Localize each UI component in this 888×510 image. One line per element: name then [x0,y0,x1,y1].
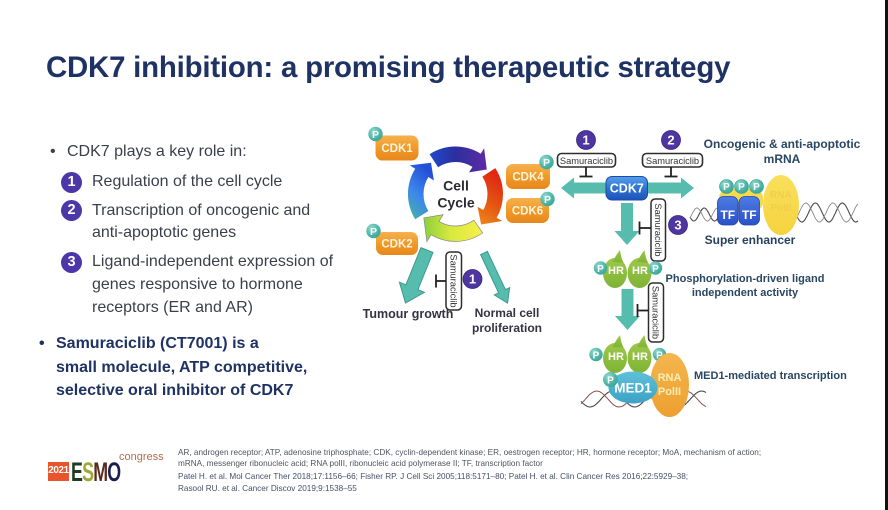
svg-text:Oncogenic & anti-apoptotic: Oncogenic & anti-apoptotic [704,137,861,151]
svg-text:Samuraciclib: Samuraciclib [646,156,699,166]
svg-text:MED1-mediated transcription: MED1-mediated transcription [694,370,847,382]
svg-text:Super enhancer: Super enhancer [705,233,796,247]
svg-text:Samuraciclib: Samuraciclib [448,254,458,307]
svg-text:CDK7: CDK7 [610,182,644,196]
svg-text:CDK2: CDK2 [381,239,412,251]
svg-text:P: P [593,350,600,361]
svg-text:TF: TF [720,208,735,222]
svg-text:mRNA: mRNA [764,152,801,166]
svg-text:P: P [372,129,379,141]
svg-text:CDK1: CDK1 [381,143,413,155]
svg-text:P: P [370,226,377,238]
svg-text:P: P [607,375,614,386]
svg-text:TF: TF [742,208,757,222]
svg-text:1: 1 [582,133,589,148]
svg-text:P: P [544,194,551,206]
svg-text:CDK6: CDK6 [512,206,543,218]
svg-text:Samuraciclib: Samuraciclib [560,156,613,166]
svg-text:Tumour growth: Tumour growth [363,307,454,321]
svg-text:MED1: MED1 [614,381,652,396]
svg-text:P: P [753,182,760,193]
svg-text:independent activity: independent activity [692,287,799,299]
svg-text:HR: HR [632,265,648,277]
svg-text:1: 1 [469,272,476,287]
svg-text:RNA: RNA [770,190,792,201]
svg-text:P: P [543,157,550,169]
svg-text:proliferation: proliferation [472,321,542,335]
svg-text:Samuraciclib: Samuraciclib [653,203,663,256]
svg-text:P: P [723,182,730,193]
svg-text:Cell: Cell [443,178,469,194]
svg-text:PolII: PolII [658,386,681,398]
svg-text:HR: HR [608,265,624,277]
svg-text:P: P [738,182,745,193]
svg-text:Phosphorylation-driven ligand: Phosphorylation-driven ligand [666,273,825,285]
svg-text:Normal cell: Normal cell [475,306,540,320]
svg-text:HR: HR [608,351,624,363]
svg-text:Cycle: Cycle [437,195,475,211]
svg-text:P: P [656,350,663,361]
svg-text:PolII: PolII [770,203,791,214]
svg-text:3: 3 [674,218,681,233]
svg-text:Samuraciclib: Samuraciclib [651,286,661,339]
svg-text:RNA: RNA [658,372,682,384]
svg-text:P: P [652,264,659,275]
svg-text:P: P [597,264,604,275]
svg-text:2: 2 [667,133,674,148]
svg-text:HR: HR [632,351,648,363]
svg-text:CDK4: CDK4 [512,172,544,184]
